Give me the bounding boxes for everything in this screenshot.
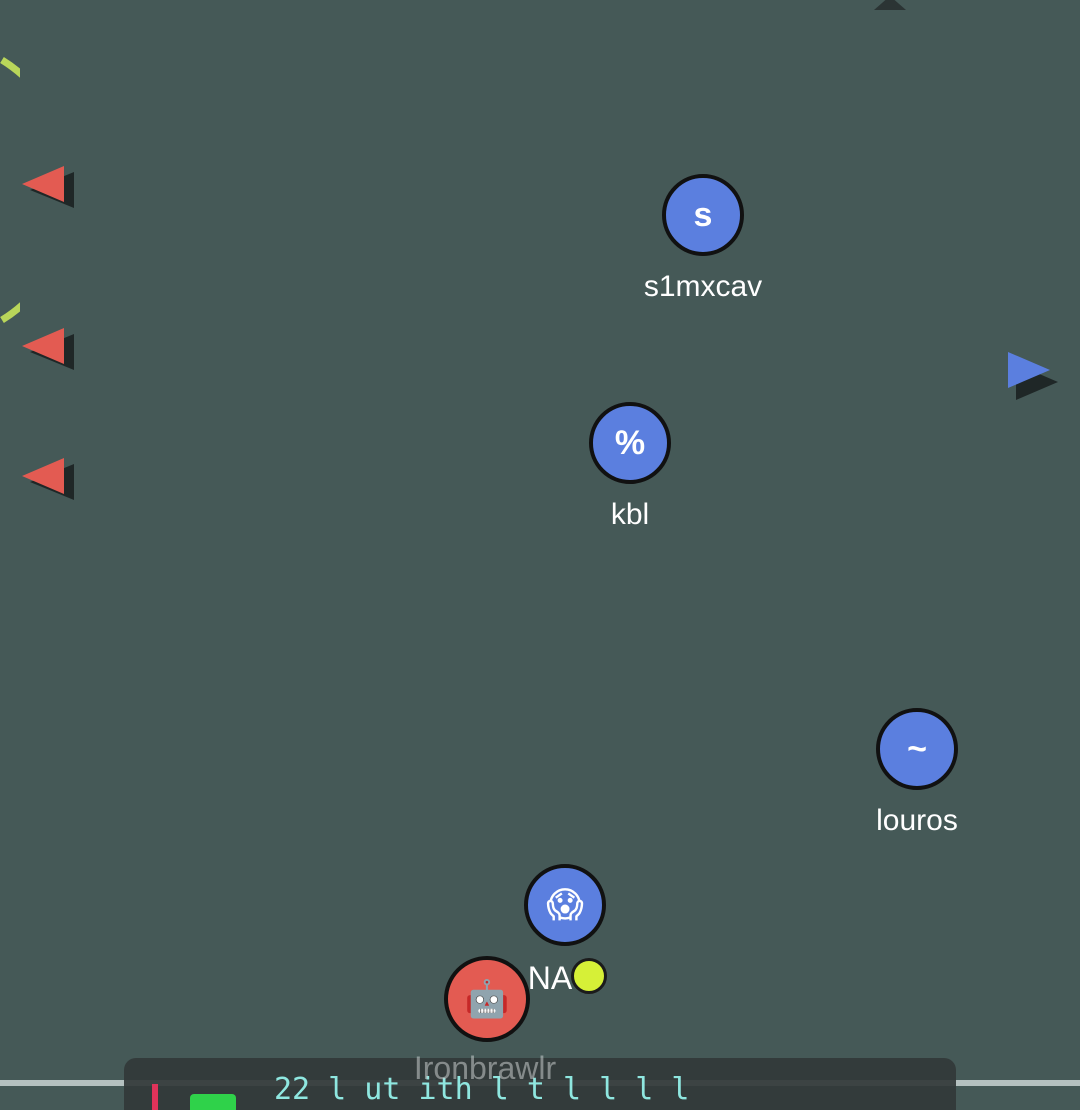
red-arrow-left-icon bbox=[22, 328, 74, 370]
player-avatar: s bbox=[662, 174, 744, 256]
player-name: s1mxcav bbox=[643, 270, 763, 303]
offscreen-indicator-icon bbox=[874, 0, 906, 10]
player-avatar-label: 😱 bbox=[546, 884, 584, 925]
player-avatar: ~ bbox=[876, 708, 958, 790]
chat-marker bbox=[152, 1084, 158, 1110]
ball bbox=[571, 958, 607, 994]
red-arrow-left-icon bbox=[22, 458, 74, 500]
player-name: kbl bbox=[610, 498, 650, 531]
blue-arrow-right-icon bbox=[1008, 352, 1058, 400]
chat-message: 22 l ut ith l t l l l l bbox=[274, 1072, 690, 1107]
chat-panel[interactable]: 22 l ut ith l t l l l l bbox=[124, 1058, 956, 1110]
player-name: NA bbox=[527, 960, 573, 996]
player-avatar: 🤖 bbox=[444, 956, 530, 1042]
goal-arc bbox=[0, 57, 20, 323]
player-avatar-label: s bbox=[693, 196, 713, 234]
player-avatar-label: 🤖 bbox=[464, 978, 510, 1019]
player-name: Ironbrawlr bbox=[413, 1050, 557, 1086]
player-avatar-label: % bbox=[614, 424, 646, 462]
red-arrow-left-icon bbox=[22, 166, 74, 208]
player-name: louros bbox=[876, 804, 958, 837]
player-avatar-label: ~ bbox=[907, 730, 927, 768]
player-avatar: % bbox=[589, 402, 671, 484]
chat-badge bbox=[190, 1094, 236, 1110]
player-avatar: 😱 bbox=[524, 864, 606, 946]
